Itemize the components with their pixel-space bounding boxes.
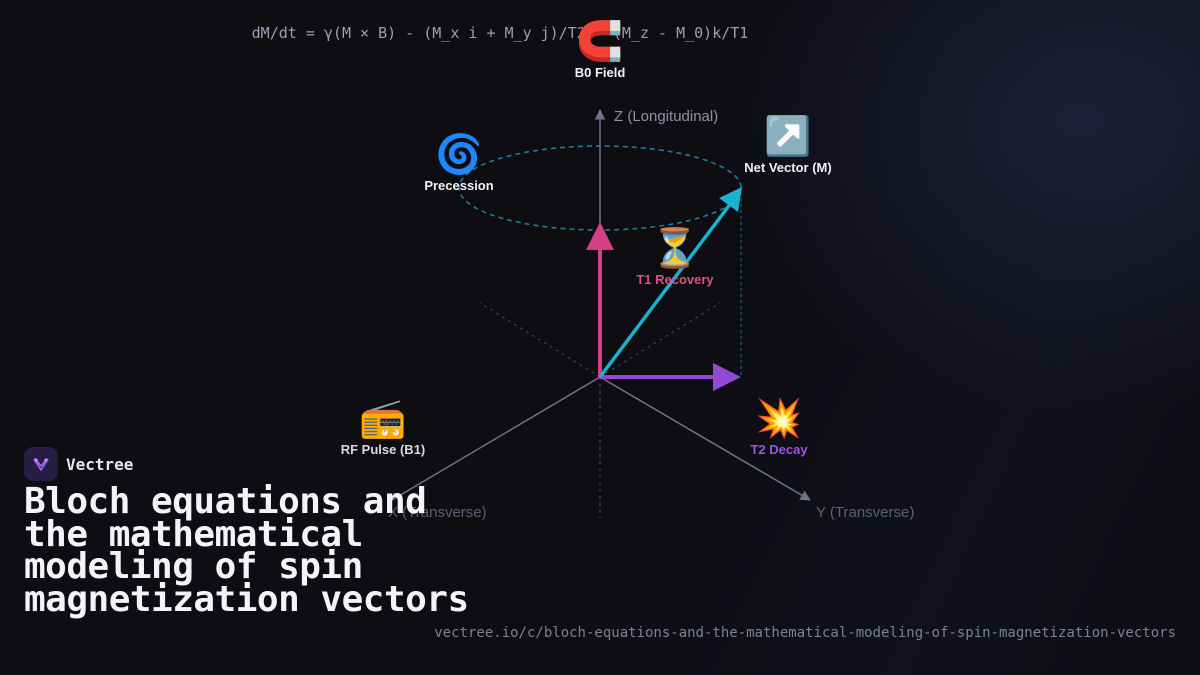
t1-recovery-node: ⏳ T1 Recovery [636, 227, 713, 287]
bloch-equation: dM/dt = γ(M × B) - (M_x i + M_y j)/T2 - … [251, 24, 749, 42]
net-vector-node: ↗️ Net Vector (M) [744, 115, 831, 175]
page-title: Bloch equations and the mathematical mod… [24, 481, 469, 620]
collision-icon: 💥 [755, 398, 803, 440]
precession-label: Precession [424, 178, 494, 193]
y-axis-label: Y (Transverse) [816, 504, 915, 521]
net-vector-label: Net Vector (M) [744, 160, 832, 175]
b0-field-label: B0 Field [574, 65, 626, 80]
t2-decay-label: T2 Decay [750, 442, 808, 457]
transverse-vector-head [713, 363, 741, 391]
magnet-icon: 🧲 [576, 21, 624, 63]
rf-pulse-node: 📻 RF Pulse (B1) [341, 397, 426, 457]
t2-decay-node: 💥 T2 Decay [750, 397, 807, 457]
precession-node: 🌀 Precession [424, 133, 493, 193]
source-url[interactable]: vectree.io/c/bloch-equations-and-the-mat… [434, 625, 1176, 641]
b0-field-node: 🧲 B0 Field [575, 20, 626, 80]
longitudinal-vector-head [586, 222, 614, 250]
brand: Vectree [24, 447, 133, 481]
brand-name: Vectree [66, 454, 134, 474]
rf-pulse-label: RF Pulse (B1) [340, 442, 426, 457]
net-vector [598, 201, 733, 379]
y-axis [599, 376, 811, 501]
guide-line-back-left [479, 302, 601, 378]
z-axis-label: Z (Longitudinal) [614, 108, 719, 125]
x-axis-label: X (Transverse) [388, 504, 487, 521]
vectree-logo-icon [24, 447, 58, 481]
x-axis [391, 376, 601, 501]
cyclone-icon: 🌀 [435, 134, 483, 176]
radio-icon: 📻 [359, 398, 407, 440]
t1-recovery-label: T1 Recovery [636, 272, 714, 287]
hourglass-icon: ⏳ [651, 228, 699, 270]
guide-line-back-right [599, 302, 721, 378]
arrow-up-right-icon: ↗️ [764, 116, 812, 158]
net-vector-head [719, 187, 742, 212]
